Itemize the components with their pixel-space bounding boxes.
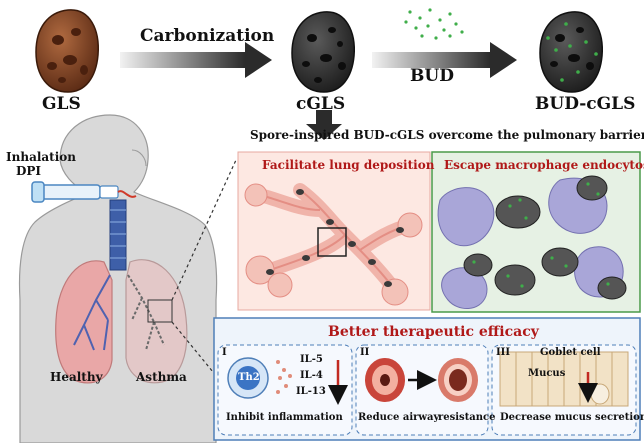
efficacy-title: Better therapeutic efficacy — [328, 324, 539, 340]
mucus-label: Mucus — [528, 368, 566, 379]
cgls-label: cGLS — [296, 94, 346, 114]
headline: Spore-inspired BUD-cGLS overcome the pul… — [250, 128, 644, 142]
gls-spore-icon — [35, 9, 99, 93]
deposition-panel — [237, 151, 431, 311]
trachea — [109, 199, 127, 271]
macrophage-panel — [431, 151, 641, 313]
efficacy-panel — [213, 317, 641, 441]
cytokine-il4: IL-4 — [300, 370, 323, 381]
dpi-label: DPI — [16, 164, 42, 178]
bud-label: BUD — [410, 66, 454, 86]
sub2-numeral: II — [360, 347, 370, 358]
human-torso — [18, 114, 218, 443]
carbonization-label: Carbonization — [140, 26, 275, 46]
cytokine-il5: IL-5 — [300, 354, 323, 365]
inhalation-label: Inhalation — [6, 150, 77, 164]
healthy-lung — [55, 260, 113, 384]
sub2-caption-left: Reduce airway — [358, 412, 440, 423]
goblet-cell-label: Goblet cell — [540, 347, 601, 358]
sub1-caption: Inhibit inflammation — [226, 412, 343, 423]
healthy-label: Healthy — [50, 370, 103, 384]
inflamed-airway-icon — [365, 358, 405, 402]
sub2-caption-right: resistance — [438, 412, 496, 423]
macrophage-title: Escape macrophage endocytosis — [444, 158, 644, 172]
bud-cgls-spore-icon — [539, 11, 603, 93]
asthma-lung — [125, 259, 188, 384]
sub1-numeral: I — [222, 347, 227, 358]
carbonization-arrow — [120, 42, 272, 78]
inhaler-icon — [31, 181, 137, 203]
sub3-caption: Decrease mucus secretion — [500, 412, 644, 423]
healthy-airway-icon — [438, 358, 478, 402]
asthma-label: Asthma — [136, 370, 187, 384]
gls-label: GLS — [42, 94, 81, 114]
bud-drug-dots — [404, 8, 464, 40]
sub3-numeral: III — [496, 347, 511, 358]
bud-cgls-label: BUD-cGLS — [535, 94, 636, 114]
deposition-title: Facilitate lung deposition — [262, 158, 435, 172]
th2-label: Th2 — [238, 372, 260, 383]
cgls-spore-icon — [291, 11, 355, 93]
bud-loading-arrow — [372, 42, 517, 78]
cytokine-il13: IL-13 — [296, 386, 326, 397]
down-arrow — [306, 110, 342, 140]
